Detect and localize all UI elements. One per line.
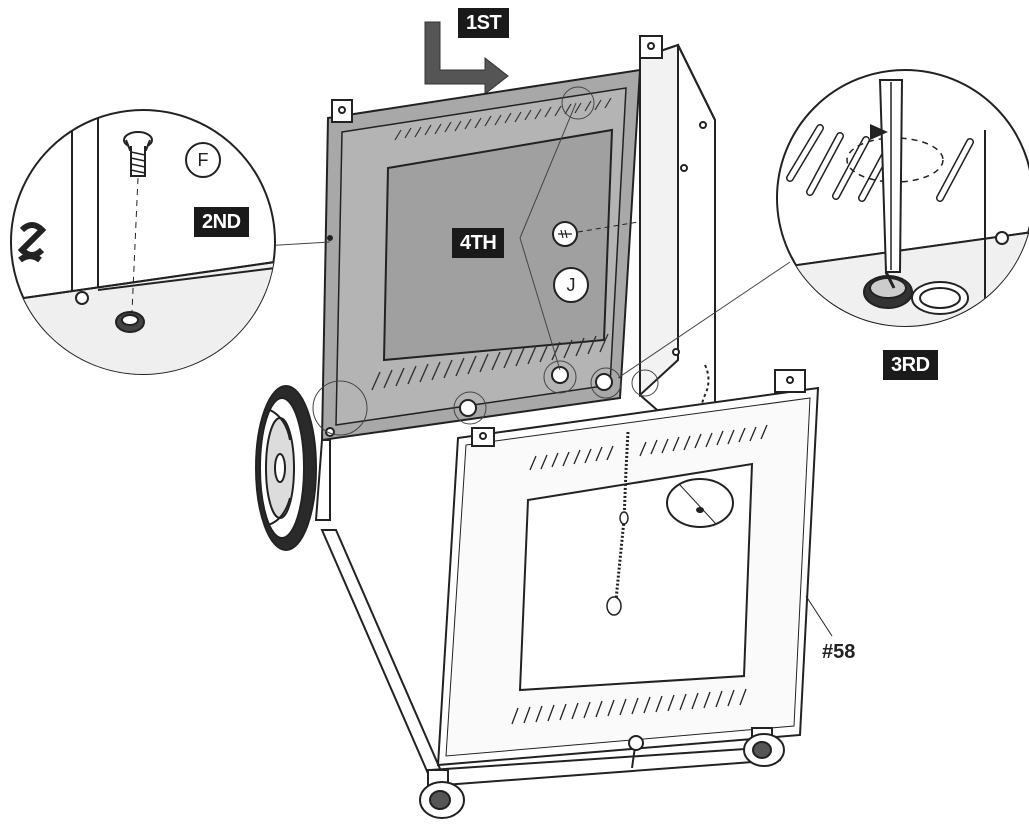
rotation-arrow-icon — [870, 124, 888, 140]
step-label-4th: 4TH — [452, 228, 505, 258]
side-frame-post — [639, 35, 716, 431]
panel-leader-line — [805, 595, 833, 637]
bottom-vent-slots — [371, 333, 609, 391]
top-vent-slots — [394, 97, 612, 141]
caster-wheels — [419, 727, 785, 819]
wheel — [255, 385, 317, 551]
front-panel — [436, 369, 820, 769]
part-letter-j: J — [553, 267, 589, 303]
part-number-58: #58 — [822, 641, 856, 663]
part-letter-f: F — [185, 142, 221, 178]
detail-bubble-screwdriver — [776, 69, 1029, 327]
step-label-3rd: 3RD — [883, 350, 938, 380]
step-label-2nd: 2ND — [194, 207, 249, 237]
direction-arrow-icon — [424, 21, 509, 96]
front-top-vent-slots — [529, 424, 768, 471]
screw-icon — [123, 131, 153, 313]
detail-bubble-screw — [10, 109, 276, 375]
front-bottom-vent-slots — [511, 688, 747, 725]
step-label-1st: 1ST — [458, 8, 510, 38]
